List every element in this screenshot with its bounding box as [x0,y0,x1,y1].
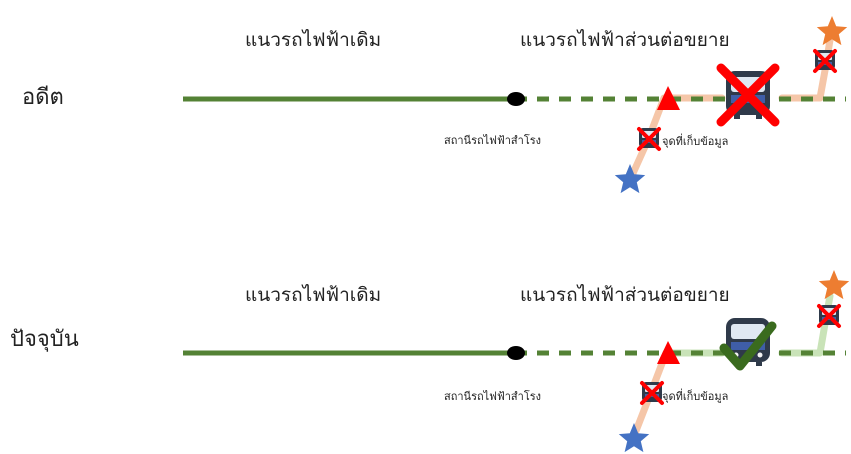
data-point-train-icon [640,381,664,405]
blue-star-icon [614,164,646,194]
era-label: อดีต [22,85,64,110]
red-triangle-icon [657,341,680,364]
station-label: สถานีรถไฟฟ้าสำโรง [444,133,541,147]
red-triangle-icon [657,86,680,110]
orange-star-icon [816,16,848,46]
orange-star-icon [818,270,850,300]
check-mark-icon [719,321,777,371]
data-point-label: จุดที่เก็บข้อมูล [662,388,728,403]
data-point-train-icon [637,127,661,151]
panel-past: อดีต แนวรถไฟฟ้าเดิม แนวรถไฟฟ้าส่วนต่อขยา… [22,16,848,194]
destination-train-icon [813,49,837,73]
existing-line-label: แนวรถไฟฟ้าเดิม [245,284,381,306]
station-dot [507,92,525,106]
cross-mark-icon [716,63,780,127]
station-dot [507,346,525,360]
panel-present: ปัจจุบัน แนวรถไฟฟ้าเดิม แนวรถไฟฟ้าส่วนต่… [10,270,850,453]
extension-line-label: แนวรถไฟฟ้าส่วนต่อขยาย [520,284,730,306]
data-point-label: จุดที่เก็บข้อมูล [662,133,728,148]
destination-train-icon [817,304,841,328]
era-label: ปัจจุบัน [10,327,79,352]
station-label: สถานีรถไฟฟ้าสำโรง [444,389,541,403]
extension-line-label: แนวรถไฟฟ้าส่วนต่อขยาย [520,29,730,51]
existing-line-label: แนวรถไฟฟ้าเดิม [245,29,381,51]
blue-star-icon [618,423,650,453]
